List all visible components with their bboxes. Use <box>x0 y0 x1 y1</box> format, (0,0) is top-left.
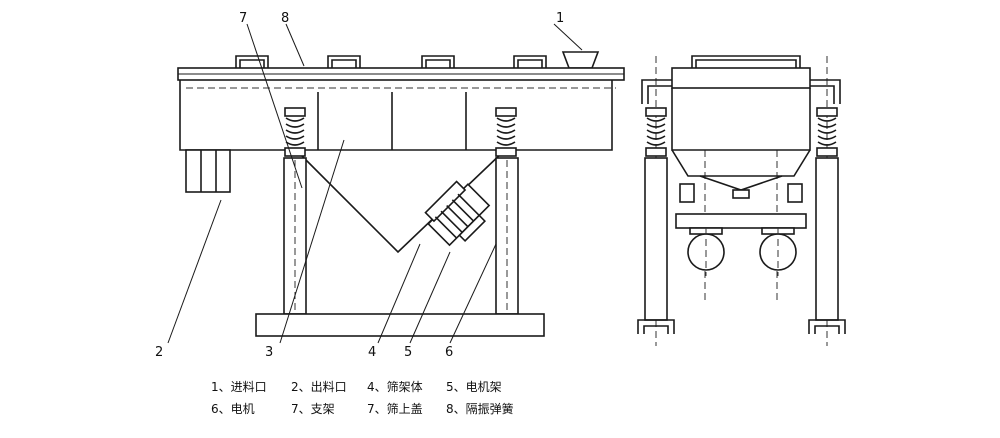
isolation-spring-right <box>495 107 517 157</box>
callout-5: 5 <box>404 345 412 360</box>
discharge-outlet <box>185 149 231 193</box>
legend-item-2: 2、出料口 <box>291 380 347 394</box>
side-view <box>637 55 846 346</box>
side-foot-left <box>637 319 675 334</box>
legend-item-6: 6、电机 <box>211 402 255 416</box>
legend-item-7: 7、支架 <box>291 402 335 416</box>
side-motor-right <box>759 227 797 276</box>
motor-assembly <box>424 180 491 247</box>
legend-item-1: 1、进料口 <box>211 380 267 394</box>
front-view: 1 2 3 4 5 6 7 8 <box>155 11 625 360</box>
callout-1: 1 <box>556 11 564 26</box>
cover-handles <box>235 55 547 68</box>
callout-4: 4 <box>368 345 376 360</box>
callout-2: 2 <box>155 345 163 360</box>
side-leg-left <box>644 157 668 321</box>
legend-item-7b: 7、筛上盖 <box>367 402 423 416</box>
callout-8: 8 <box>281 11 289 26</box>
callout-3: 3 <box>265 345 273 360</box>
side-motor-left <box>687 227 725 276</box>
isolation-spring-left <box>284 107 306 157</box>
feed-inlet <box>561 51 600 69</box>
callout-6: 6 <box>445 345 453 360</box>
support-leg-right <box>495 157 519 315</box>
side-leg-right <box>815 157 839 321</box>
side-spring-left <box>645 107 667 157</box>
base-plate <box>255 313 545 337</box>
legend-item-8: 8、隔振弹簧 <box>446 402 514 416</box>
support-leg-left <box>283 157 307 315</box>
legend-item-5: 5、电机架 <box>446 380 502 394</box>
legend-item-4: 4、筛架体 <box>367 380 423 394</box>
callout-7: 7 <box>239 11 247 26</box>
screen-body <box>179 80 613 151</box>
side-motor-frame <box>675 213 807 229</box>
side-spring-right <box>816 107 838 157</box>
side-foot-right <box>808 319 846 334</box>
